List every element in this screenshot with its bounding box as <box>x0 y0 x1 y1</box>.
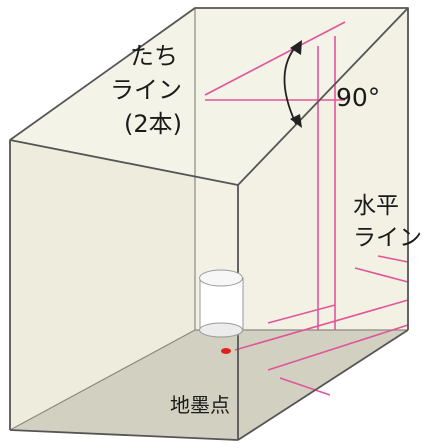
ceiling <box>10 8 408 185</box>
laser-lines <box>204 21 409 396</box>
laser-dot <box>221 348 231 354</box>
horizontal-line-label-2: ライン <box>353 225 422 251</box>
angle-label: 90° <box>336 83 380 112</box>
vertical-line-label-2: ライン <box>110 76 182 104</box>
vertical-line-label-1: たち <box>130 42 178 70</box>
vertical-line-label-3: (2本) <box>124 110 182 138</box>
horizontal-line-label-1: 水平 <box>353 193 399 219</box>
ground-point-label: 地墨点 <box>170 393 230 417</box>
angle-arc-icon <box>283 40 302 128</box>
laser-device <box>199 269 244 338</box>
